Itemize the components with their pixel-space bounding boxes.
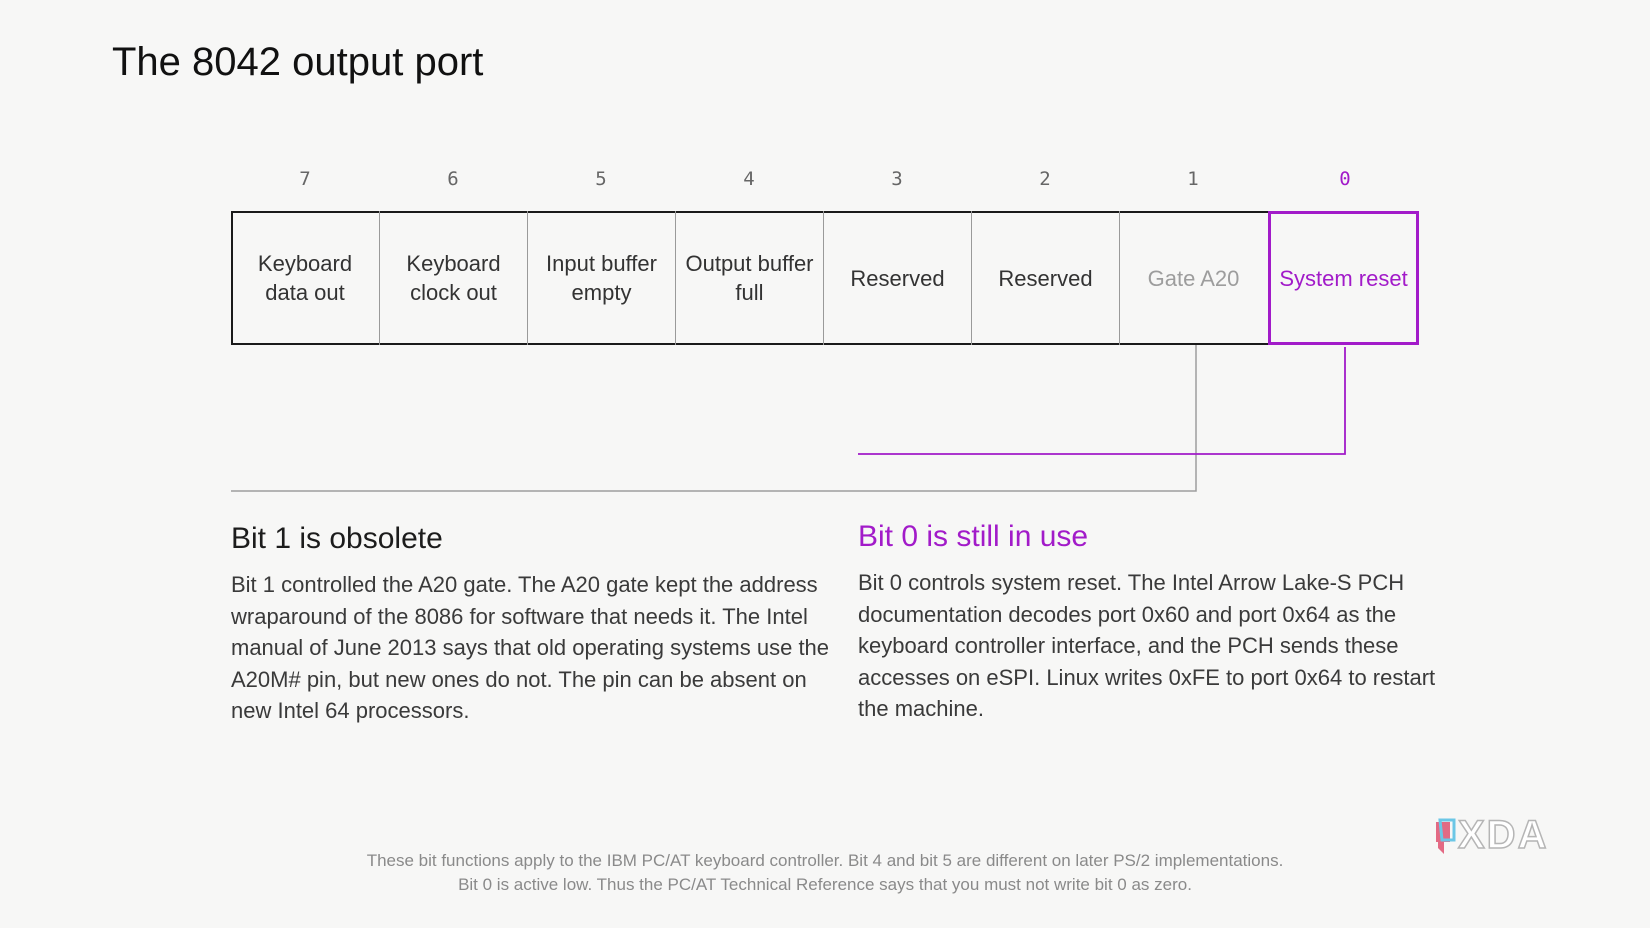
bit-6-label-line-1: Keyboard <box>406 251 501 276</box>
bit-number-4: 4 <box>743 168 755 190</box>
bit-5-label-line-1: Input buffer <box>546 251 657 276</box>
bit-number-5: 5 <box>595 168 607 190</box>
bit-cell-0: System reset <box>1268 211 1419 345</box>
page-title: The 8042 output port <box>112 40 484 84</box>
bit-7-label-line-2: data out <box>265 280 345 305</box>
bit-1-description: Bit 1 controlled the A20 gate. The A20 g… <box>231 572 830 723</box>
footnote-line-1: These bit functions apply to the IBM PC/… <box>366 851 1284 870</box>
bit-4-label-line-1: Output buffer <box>685 251 814 276</box>
footnote-line-2: Bit 0 is active low. Thus the PC/AT Tech… <box>458 875 1192 894</box>
bit-cell-3: Reserved <box>823 211 971 345</box>
bit-1-connector <box>231 345 1197 492</box>
bit-cell-2: Reserved <box>971 211 1119 345</box>
xda-logo: XDA <box>1436 812 1548 858</box>
bit-0-connector <box>858 347 1346 455</box>
bit-number-6: 6 <box>447 168 459 190</box>
bit-1-heading: Bit 1 is obsolete <box>231 522 443 555</box>
bit-number-0: 0 <box>1339 168 1351 190</box>
bit-number-1: 1 <box>1187 168 1199 190</box>
xda-logo-text: XDA <box>1458 813 1548 857</box>
bit-6-label-line-2: clock out <box>410 280 497 305</box>
bit-cell-4: Output buffer full <box>675 211 823 345</box>
bit-0-description: Bit 0 controls system reset. The Intel A… <box>858 570 1436 721</box>
bit-4-label-line-2: full <box>735 280 764 305</box>
bit-0-label: System reset <box>1279 265 1408 291</box>
bit-number-2: 2 <box>1039 168 1051 190</box>
bit-number-7: 7 <box>299 168 311 190</box>
bit-cell-6: Keyboard clock out <box>379 211 527 345</box>
bit-2-label: Reserved <box>998 265 1093 291</box>
bit-5-label-line-2: empty <box>571 280 632 305</box>
bit-cell-7: Keyboard data out <box>231 211 379 345</box>
bit-number-3: 3 <box>891 168 903 190</box>
bit-7-label-line-1: Keyboard <box>257 251 353 276</box>
bit-cell-5: Input buffer empty <box>527 211 675 345</box>
bit-0-heading: Bit 0 is still in use <box>858 520 1089 553</box>
bit-cell-1: Gate A20 <box>1119 211 1267 345</box>
bit-3-label: Reserved <box>850 265 945 291</box>
bit-1-label: Gate A20 <box>1147 265 1240 291</box>
